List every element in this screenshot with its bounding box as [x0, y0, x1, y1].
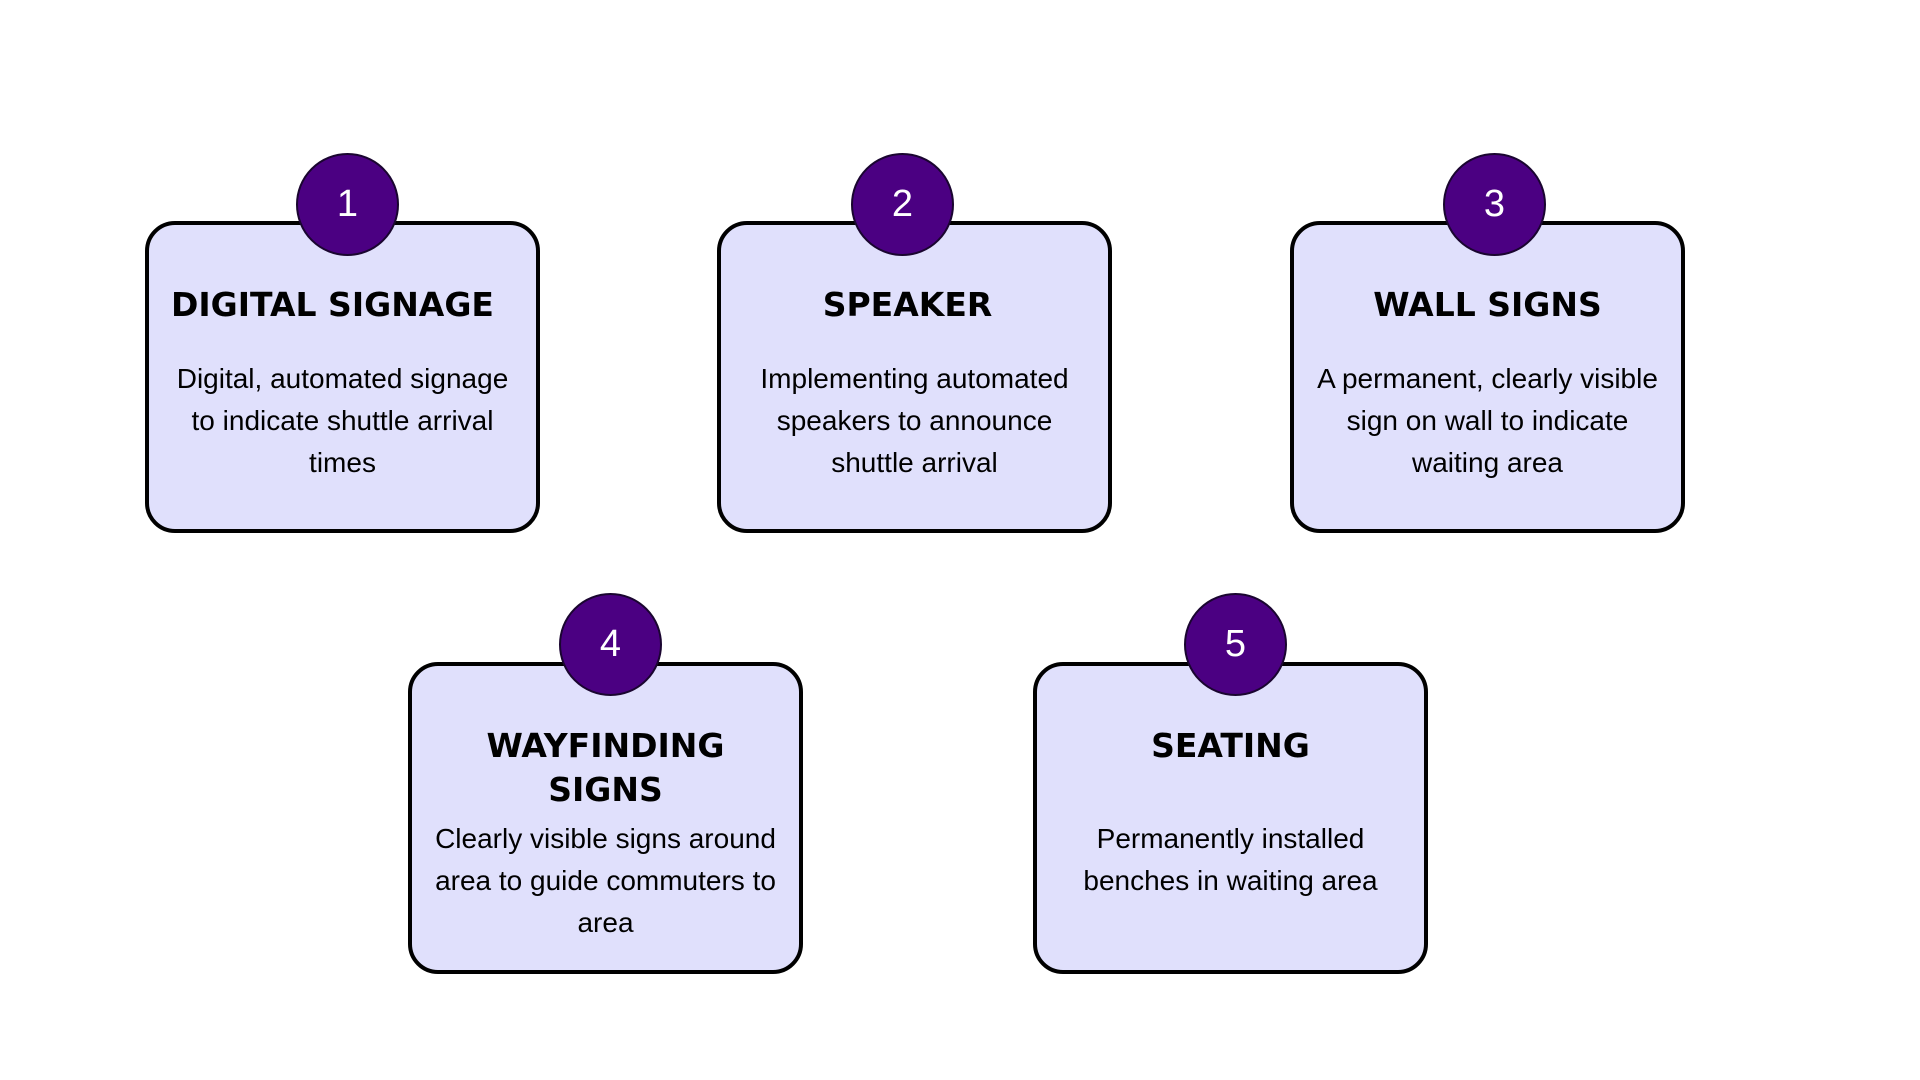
step-number-badge-5: 5	[1184, 593, 1287, 696]
step-card-3: WALL SIGNS A permanent, clearly visible …	[1290, 221, 1685, 533]
step-number-badge-2: 2	[851, 153, 954, 256]
step-description-1: Digital, automated signage to indicate s…	[176, 363, 509, 478]
step-description-4: Clearly visible signs around area to gui…	[435, 823, 776, 938]
step-number-badge-1: 1	[296, 153, 399, 256]
step-title-2: SPEAKER	[822, 285, 993, 324]
step-card-2: SPEAKER Implementing automated speakers …	[717, 221, 1112, 533]
step-description-2: Implementing automated speakers to annou…	[760, 363, 1069, 478]
step-number-badge-3: 3	[1443, 153, 1546, 256]
step-title-3: WALL SIGNS	[1373, 285, 1602, 324]
step-title-4: WAYFINDING SIGNS	[486, 726, 725, 809]
step-description-3: A permanent, clearly visible sign on wal…	[1317, 363, 1658, 478]
step-title-1: DIGITAL SIGNAGE	[171, 285, 494, 324]
step-title-5: SEATING	[1151, 726, 1310, 765]
step-number-badge-4: 4	[559, 593, 662, 696]
step-description-5: Permanently installed benches in waiting…	[1083, 823, 1378, 896]
step-card-4: WAYFINDING SIGNS Clearly visible signs a…	[408, 662, 803, 974]
step-card-5: SEATING Permanently installed benches in…	[1033, 662, 1428, 974]
step-card-1: DIGITAL SIGNAGE Digital, automated signa…	[145, 221, 540, 533]
